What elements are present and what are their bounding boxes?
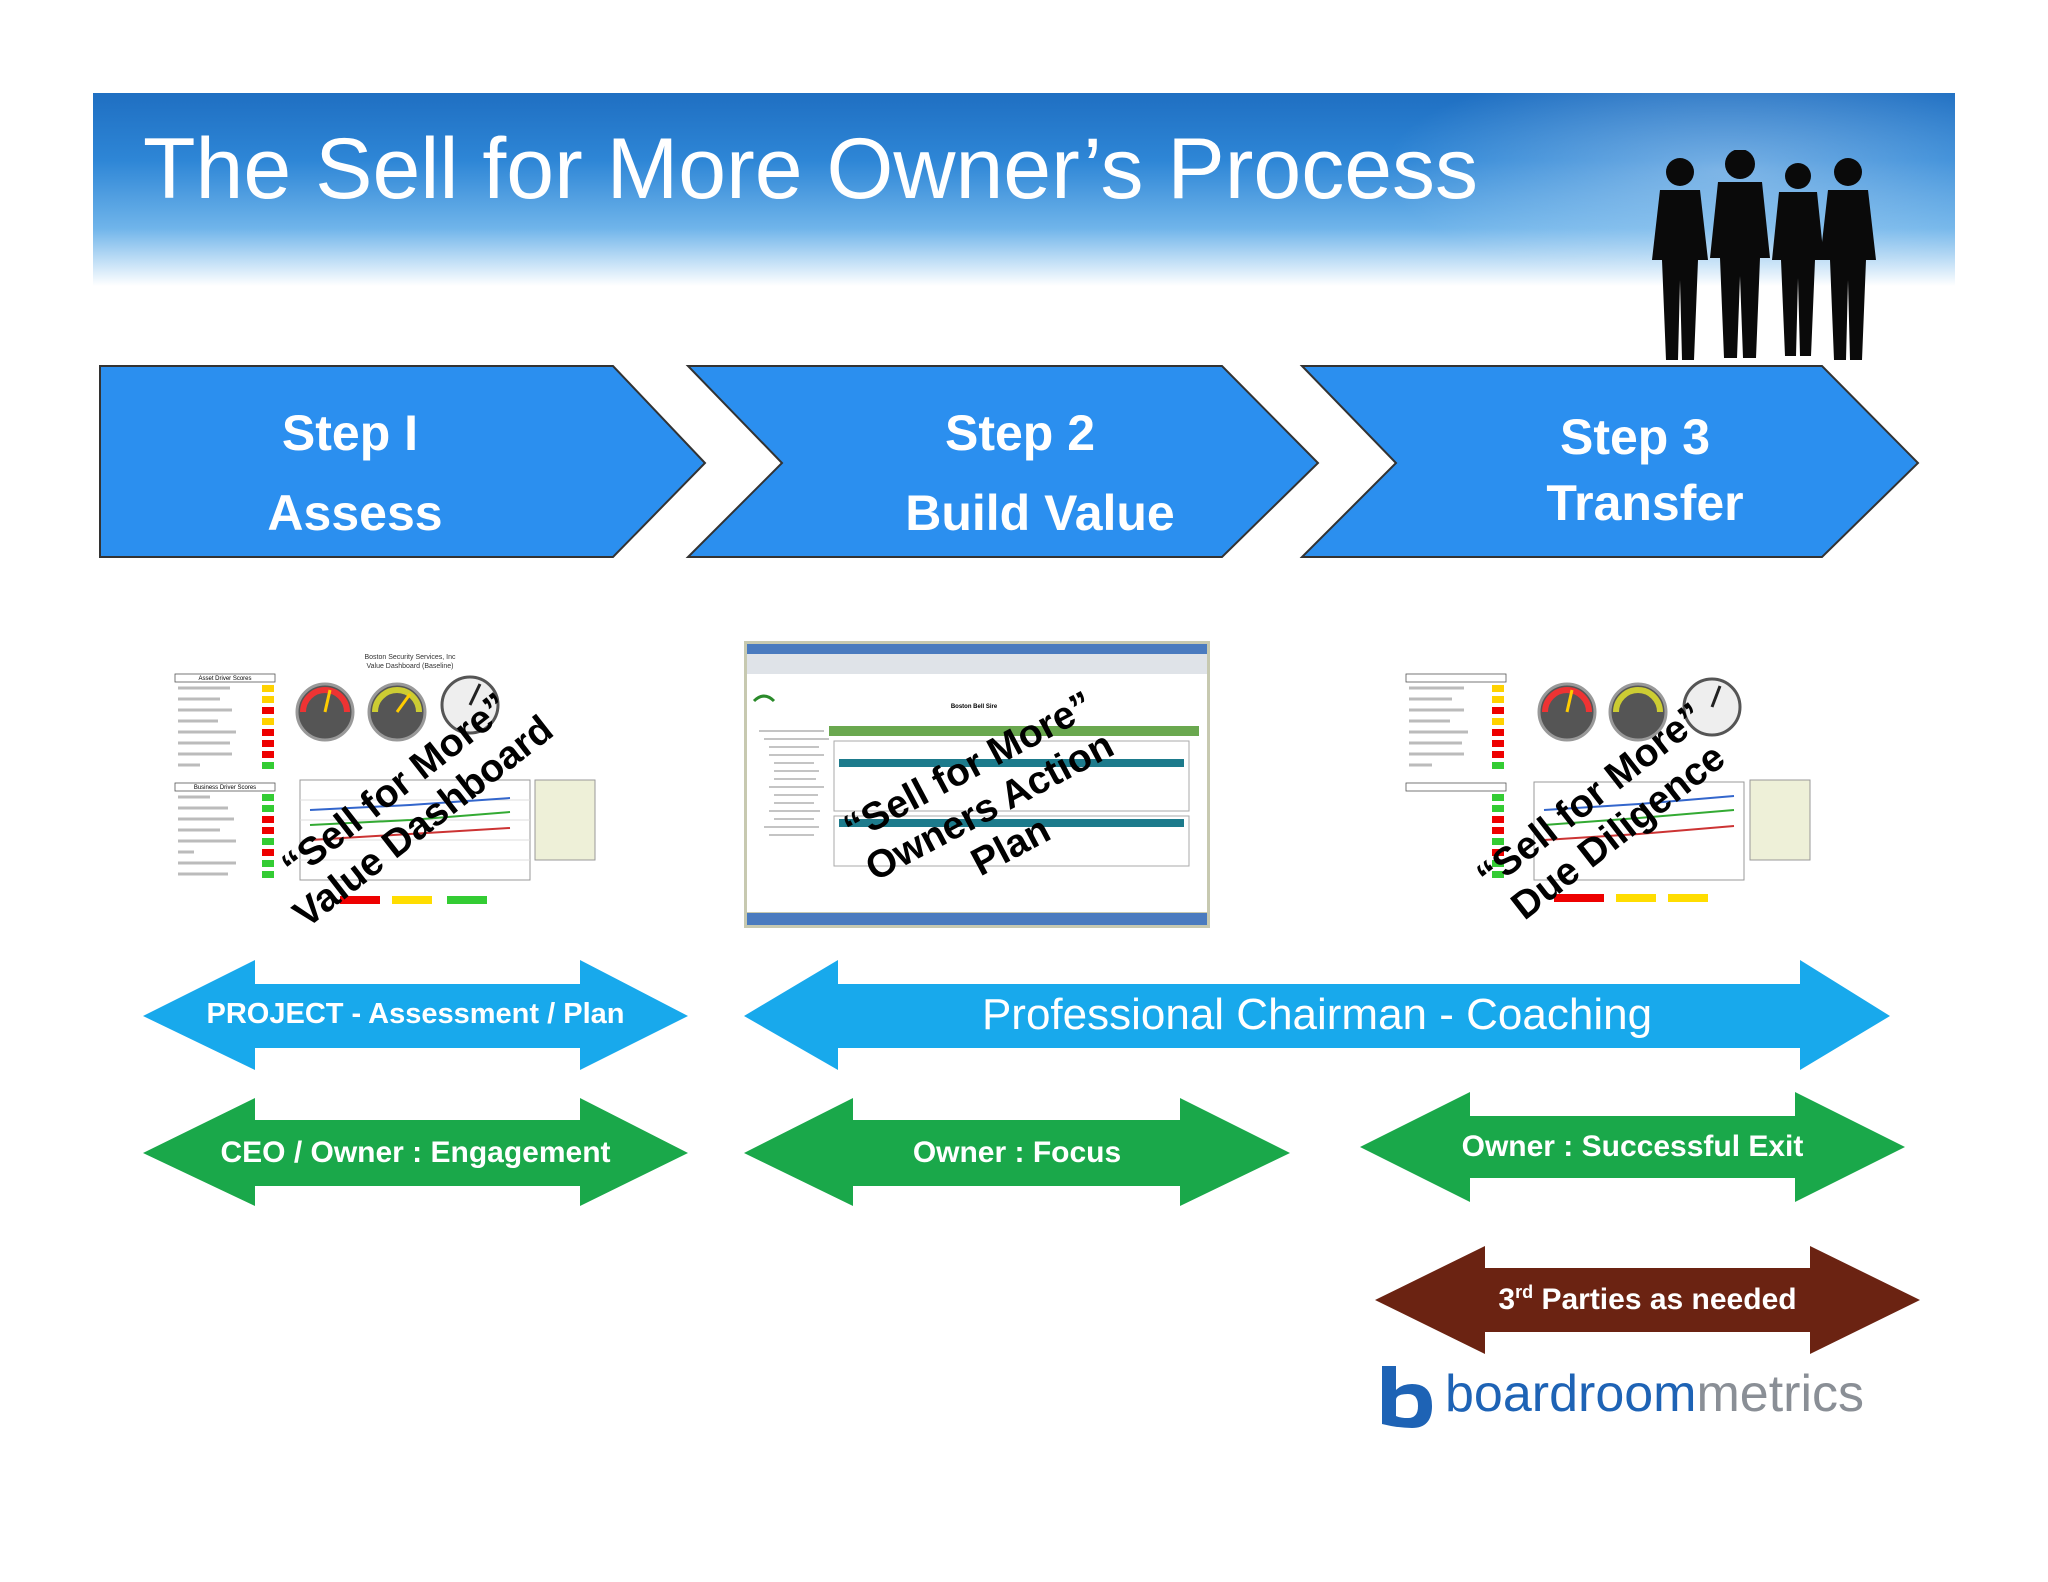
logo-part2: metrics <box>1696 1365 1865 1423</box>
step-chevrons <box>99 365 1920 558</box>
ceo-arrow-shape <box>143 1098 688 1206</box>
boardroommetrics-logo-icon <box>1382 1366 1432 1428</box>
ceo-arrow-label: CEO / Owner : Engagement <box>220 1136 611 1169</box>
focus-arrow-label: Owner : Focus <box>912 1136 1122 1169</box>
project-arrow-label: PROJECT - Assessment / Plan <box>206 998 625 1030</box>
page-title: The Sell for More Owner’s Process <box>143 121 1479 217</box>
step-1-number: Step I <box>281 405 419 461</box>
asset-scores-header: Asset Driver Scores <box>198 676 251 682</box>
business-scores-header: Business Driver Scores <box>194 785 256 791</box>
people-silhouette-icon <box>1652 150 1876 360</box>
chairman-arrow-shape <box>744 960 1890 1070</box>
step-2-shape <box>685 365 1320 558</box>
step-3-shape <box>1299 365 1920 558</box>
dashboard-subtitle: Value Dashboard (Baseline) <box>366 663 453 670</box>
third-parties-ordinal-suffix: rd <box>1515 1282 1534 1302</box>
chairman-arrow-label: Professional Chairman - Coaching <box>981 990 1653 1039</box>
role-arrows <box>143 960 1920 1354</box>
third-parties-text: Parties as needed <box>1533 1283 1797 1316</box>
title-banner <box>93 93 1955 286</box>
step-3-number: Step 3 <box>1559 409 1711 465</box>
step-3-name: Transfer <box>1546 475 1744 531</box>
third-parties-arrow-shape <box>1375 1246 1920 1354</box>
focus-arrow-shape <box>744 1098 1290 1206</box>
step-1-shape <box>99 365 707 558</box>
exit-arrow-shape <box>1360 1092 1905 1202</box>
project-arrow-shape <box>143 960 688 1070</box>
logo-part1: boardroom <box>1445 1365 1697 1423</box>
exit-arrow-label: Owner : Successful Exit <box>1461 1130 1804 1163</box>
action-plan-company: Boston Bell Sire <box>951 704 998 710</box>
step-2-number: Step 2 <box>944 405 1096 461</box>
step-2-name: Build Value <box>905 485 1175 541</box>
value-dashboard-thumbnail: Boston Security Services, Inc Value Dash… <box>170 650 610 920</box>
dashboard-company: Boston Security Services, Inc <box>364 654 456 661</box>
third-parties-ordinal: 3 <box>1498 1283 1516 1316</box>
action-plan-thumbnail: Boston Bell Sire <box>744 641 1210 928</box>
step-1-name: Assess <box>267 485 443 541</box>
logo-wordmark: boardroommetrics <box>1445 1364 1864 1424</box>
third-parties-arrow-label: 3rd Parties as needed <box>1375 1282 1920 1317</box>
due-diligence-thumbnail <box>1404 650 1824 920</box>
